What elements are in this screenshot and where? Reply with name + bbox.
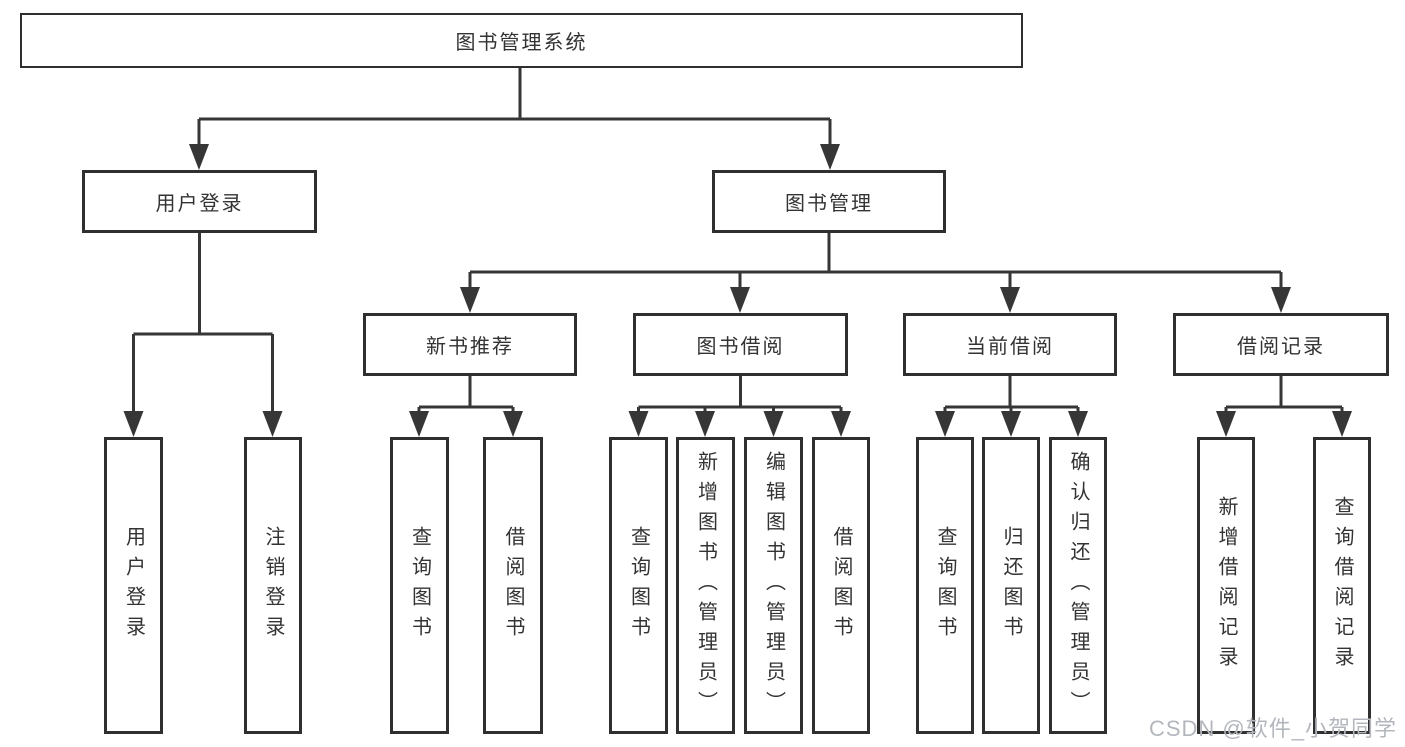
node-label: 注销登录 (262, 525, 284, 646)
node-book-management: 图书管理 (712, 170, 946, 233)
leaf-query-books-recommend: 查询图书 (390, 437, 449, 734)
node-label: 借阅记录 (1237, 336, 1325, 358)
node-label: 图书借阅 (696, 336, 785, 358)
leaf-edit-book-admin: 编辑图书（管理员） (744, 437, 803, 734)
node-label: 用户登录 (122, 525, 145, 646)
node-label: 借阅图书 (830, 525, 852, 646)
leaf-logout-login: 注销登录 (244, 437, 302, 734)
node-label: 借阅图书 (502, 525, 524, 646)
watermark: CSDN @软件_小贺同学 (1148, 716, 1397, 741)
node-label: 新增图书（管理员） (694, 450, 717, 721)
leaf-query-books-current: 查询图书 (916, 437, 974, 734)
leaf-confirm-return-admin: 确认归还（管理员） (1049, 437, 1107, 734)
leaf-add-borrow-record: 新增借阅记录 (1197, 437, 1255, 734)
node-label: 确认归还（管理员） (1067, 450, 1089, 721)
node-label: 归还图书 (1000, 525, 1022, 646)
node-label: 查询图书 (627, 525, 650, 646)
leaf-query-borrow-record: 查询借阅记录 (1313, 437, 1371, 734)
node-label: 新增借阅记录 (1215, 495, 1237, 676)
node-label: 用户登录 (155, 193, 244, 215)
node-current-borrow: 当前借阅 (903, 313, 1117, 376)
node-user-login: 用户登录 (82, 170, 317, 233)
arrow-down-icons (123, 144, 1352, 437)
node-book-borrow: 图书借阅 (633, 313, 848, 376)
leaf-query-books-borrow: 查询图书 (609, 437, 668, 734)
node-label: 编辑图书（管理员） (762, 450, 785, 721)
node-label: 查询图书 (408, 525, 431, 646)
node-label: 新书推荐 (426, 336, 514, 358)
leaf-borrow-books-recommend: 借阅图书 (483, 437, 543, 734)
node-label: 查询图书 (934, 525, 956, 646)
leaf-return-book: 归还图书 (982, 437, 1040, 734)
node-borrow-records: 借阅记录 (1173, 313, 1389, 376)
node-label: 图书管理 (785, 193, 873, 215)
node-library-system: 图书管理系统 (20, 13, 1023, 68)
node-label: 图书管理系统 (455, 32, 588, 54)
node-new-book-recommend: 新书推荐 (363, 313, 577, 376)
leaf-borrow-books: 借阅图书 (812, 437, 870, 734)
node-label: 查询借阅记录 (1331, 495, 1353, 676)
node-label: 当前借阅 (966, 336, 1054, 358)
leaf-add-book-admin: 新增图书（管理员） (676, 437, 735, 734)
leaf-user-login: 用户登录 (104, 437, 163, 734)
